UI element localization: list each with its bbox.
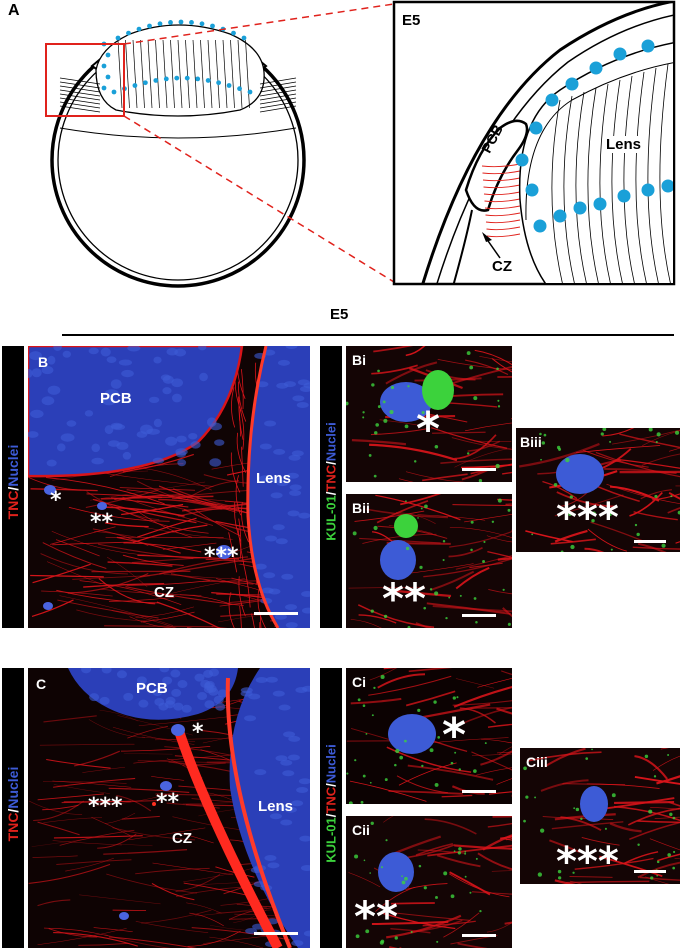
section-rule — [62, 334, 674, 336]
nuclei-label: Nuclei — [5, 444, 21, 487]
scale-bar — [462, 614, 496, 617]
scale-bar — [634, 540, 666, 543]
panel-bii-star: ** — [382, 574, 426, 623]
panel-bi-image: Bi * — [346, 346, 512, 482]
panel-b-star2: ** — [90, 510, 114, 535]
panel-bii-letter: Bii — [352, 500, 370, 516]
micrograph-b — [28, 346, 310, 628]
panel-b-star3: *** — [204, 544, 239, 569]
micrograph-ci — [346, 668, 512, 804]
tnc-label: TNC — [5, 490, 21, 520]
tnc-label: TNC — [323, 464, 339, 492]
panel-b-lens: Lens — [256, 470, 292, 487]
side-label-c: TNC/Nuclei — [2, 668, 24, 948]
lens-epithelium-nuclei — [101, 19, 253, 95]
micrograph-c — [28, 668, 310, 948]
micrograph-bii — [346, 494, 512, 628]
panel-c-image: C PCB Lens CZ * ** *** — [28, 668, 310, 948]
zoom-box — [45, 43, 125, 117]
panel-ciii-letter: Ciii — [526, 754, 548, 770]
lens-fibers — [117, 39, 250, 109]
kul01-label: KUL-01 — [323, 495, 339, 541]
section-title: E5 — [330, 306, 349, 323]
micrograph-cii — [346, 816, 512, 948]
panel-b-image: B PCB Lens CZ * ** *** — [28, 346, 310, 628]
scale-bar — [634, 870, 666, 873]
scale-bar — [462, 934, 496, 937]
nuclei-label: Nuclei — [323, 422, 339, 462]
panel-ci-star: * — [442, 708, 467, 762]
panel-biii-star: *** — [556, 495, 619, 541]
panel-c-letter: C — [36, 676, 47, 692]
scale-bar — [254, 612, 298, 615]
panel-c-star3: *** — [88, 794, 123, 819]
panel-ciii-image: Ciii *** — [520, 748, 680, 884]
tnc-label: TNC — [323, 786, 339, 814]
panel-bi-letter: Bi — [352, 352, 366, 368]
side-label-b-small: KUL-01/TNC/Nuclei — [320, 346, 342, 628]
panel-ci-image: Ci * — [346, 668, 512, 804]
panel-biii-image: Biii *** — [516, 428, 680, 552]
panel-c-pcb: PCB — [136, 680, 168, 697]
panel-c-star1: * — [192, 720, 204, 745]
panel-cii-star: ** — [354, 892, 398, 941]
panel-c-lens: Lens — [258, 798, 294, 815]
inset-title: E5 — [402, 12, 421, 29]
panel-c-cz: CZ — [172, 830, 192, 847]
panel-ci-letter: Ci — [352, 674, 366, 690]
kul01-label: KUL-01 — [323, 817, 339, 863]
panel-cii-image: Cii ** — [346, 816, 512, 948]
ciliary-lines — [59, 77, 297, 113]
panel-bi-star: * — [416, 402, 441, 456]
side-label-b: TNC/Nuclei — [2, 346, 24, 628]
micrograph-bi — [346, 346, 512, 482]
lens-schematic — [95, 19, 265, 117]
panel-biii-letter: Biii — [520, 434, 542, 450]
panel-c-star2: ** — [156, 790, 180, 815]
side-label-c-small: KUL-01/TNC/Nuclei — [320, 668, 342, 948]
micrograph-ciii — [520, 748, 680, 884]
tnc-label: TNC — [5, 812, 21, 842]
panel-cii-letter: Cii — [352, 822, 370, 838]
panel-b-star1: * — [50, 488, 62, 513]
panel-b-cz: CZ — [154, 584, 174, 601]
scale-bar — [462, 790, 496, 793]
inset-label-lens: Lens — [604, 136, 644, 153]
scale-bar — [462, 468, 496, 471]
micrograph-biii — [516, 428, 680, 552]
scale-bar — [254, 932, 298, 935]
inset-label-cz: CZ — [492, 258, 512, 275]
panel-bii-image: Bii ** — [346, 494, 512, 628]
nuclei-label: Nuclei — [5, 766, 21, 809]
eye-schematic — [45, 0, 676, 288]
panel-b-letter: B — [38, 354, 49, 370]
panel-ciii-star: *** — [556, 839, 619, 884]
nuclei-label: Nuclei — [323, 744, 339, 784]
panel-b-pcb: PCB — [100, 390, 132, 407]
panel-a-letter: A — [8, 2, 20, 19]
